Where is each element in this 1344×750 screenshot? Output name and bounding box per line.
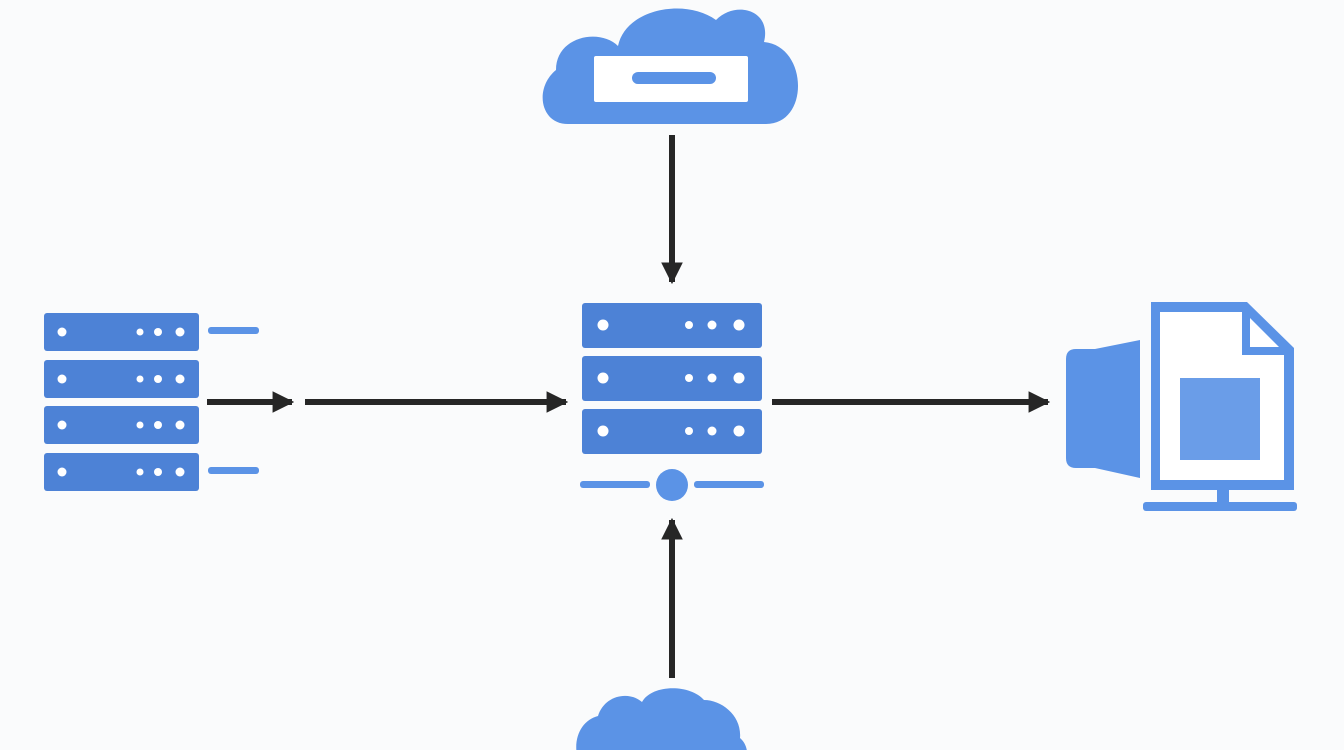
top-cloud-icon: [542, 8, 799, 125]
network-node: [656, 469, 688, 501]
monitor-document-icon: [1066, 302, 1297, 511]
bottom-cloud-icon: [576, 688, 747, 750]
network-bar-right: [694, 481, 764, 488]
server-unit: [44, 313, 199, 351]
left-server-rack-icon: [44, 313, 259, 491]
server-unit: [44, 406, 199, 444]
server-unit: [582, 356, 762, 401]
central-server-icon: [580, 303, 764, 501]
connector-line: [208, 467, 259, 474]
server-unit: [582, 303, 762, 348]
server-unit: [582, 409, 762, 454]
server-unit: [44, 453, 199, 491]
network-bar-left: [580, 481, 650, 488]
connector-line: [208, 327, 259, 334]
server-unit: [44, 360, 199, 398]
